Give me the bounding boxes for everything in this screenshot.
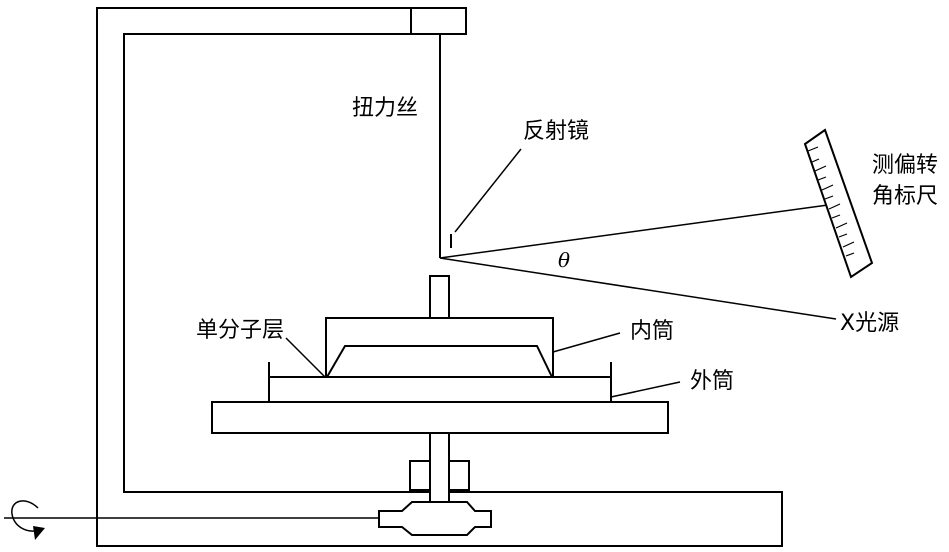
bearing-right xyxy=(448,460,470,491)
trough xyxy=(268,376,612,403)
mirror-leader xyxy=(454,148,522,233)
worm-gear xyxy=(378,501,492,536)
outer-cylinder-label: 外筒 xyxy=(690,369,734,394)
inner-trapezoid xyxy=(326,345,553,378)
mirror-label: 反射镜 xyxy=(523,119,589,144)
inner-cylinder-leader xyxy=(552,332,621,353)
inner-cylinder xyxy=(325,317,554,378)
monolayer-leader xyxy=(285,337,326,378)
base-platform xyxy=(211,401,669,434)
support-frame xyxy=(96,7,783,547)
outer-cylinder-leader xyxy=(610,381,681,398)
xray-source-label: X光源 xyxy=(840,311,899,336)
torsion-wire-label: 扭力丝 xyxy=(352,96,418,121)
deflection-angle-label: θ xyxy=(558,248,570,272)
rotation-arrow xyxy=(11,500,41,532)
incident-ray xyxy=(439,257,837,320)
bearing-left xyxy=(409,460,431,491)
inner-cylinder-label: 内筒 xyxy=(630,319,674,344)
drive-shaft xyxy=(429,432,450,504)
rotation-arrowhead xyxy=(33,526,45,540)
scale-label-line1: 测偏转 xyxy=(872,153,938,178)
deflection-scale xyxy=(803,128,874,279)
monolayer-label: 单分子层 xyxy=(196,318,284,343)
scale-label-line2: 角标尺 xyxy=(872,184,938,209)
reflected-ray xyxy=(439,204,829,259)
suspension-rod xyxy=(429,275,450,319)
